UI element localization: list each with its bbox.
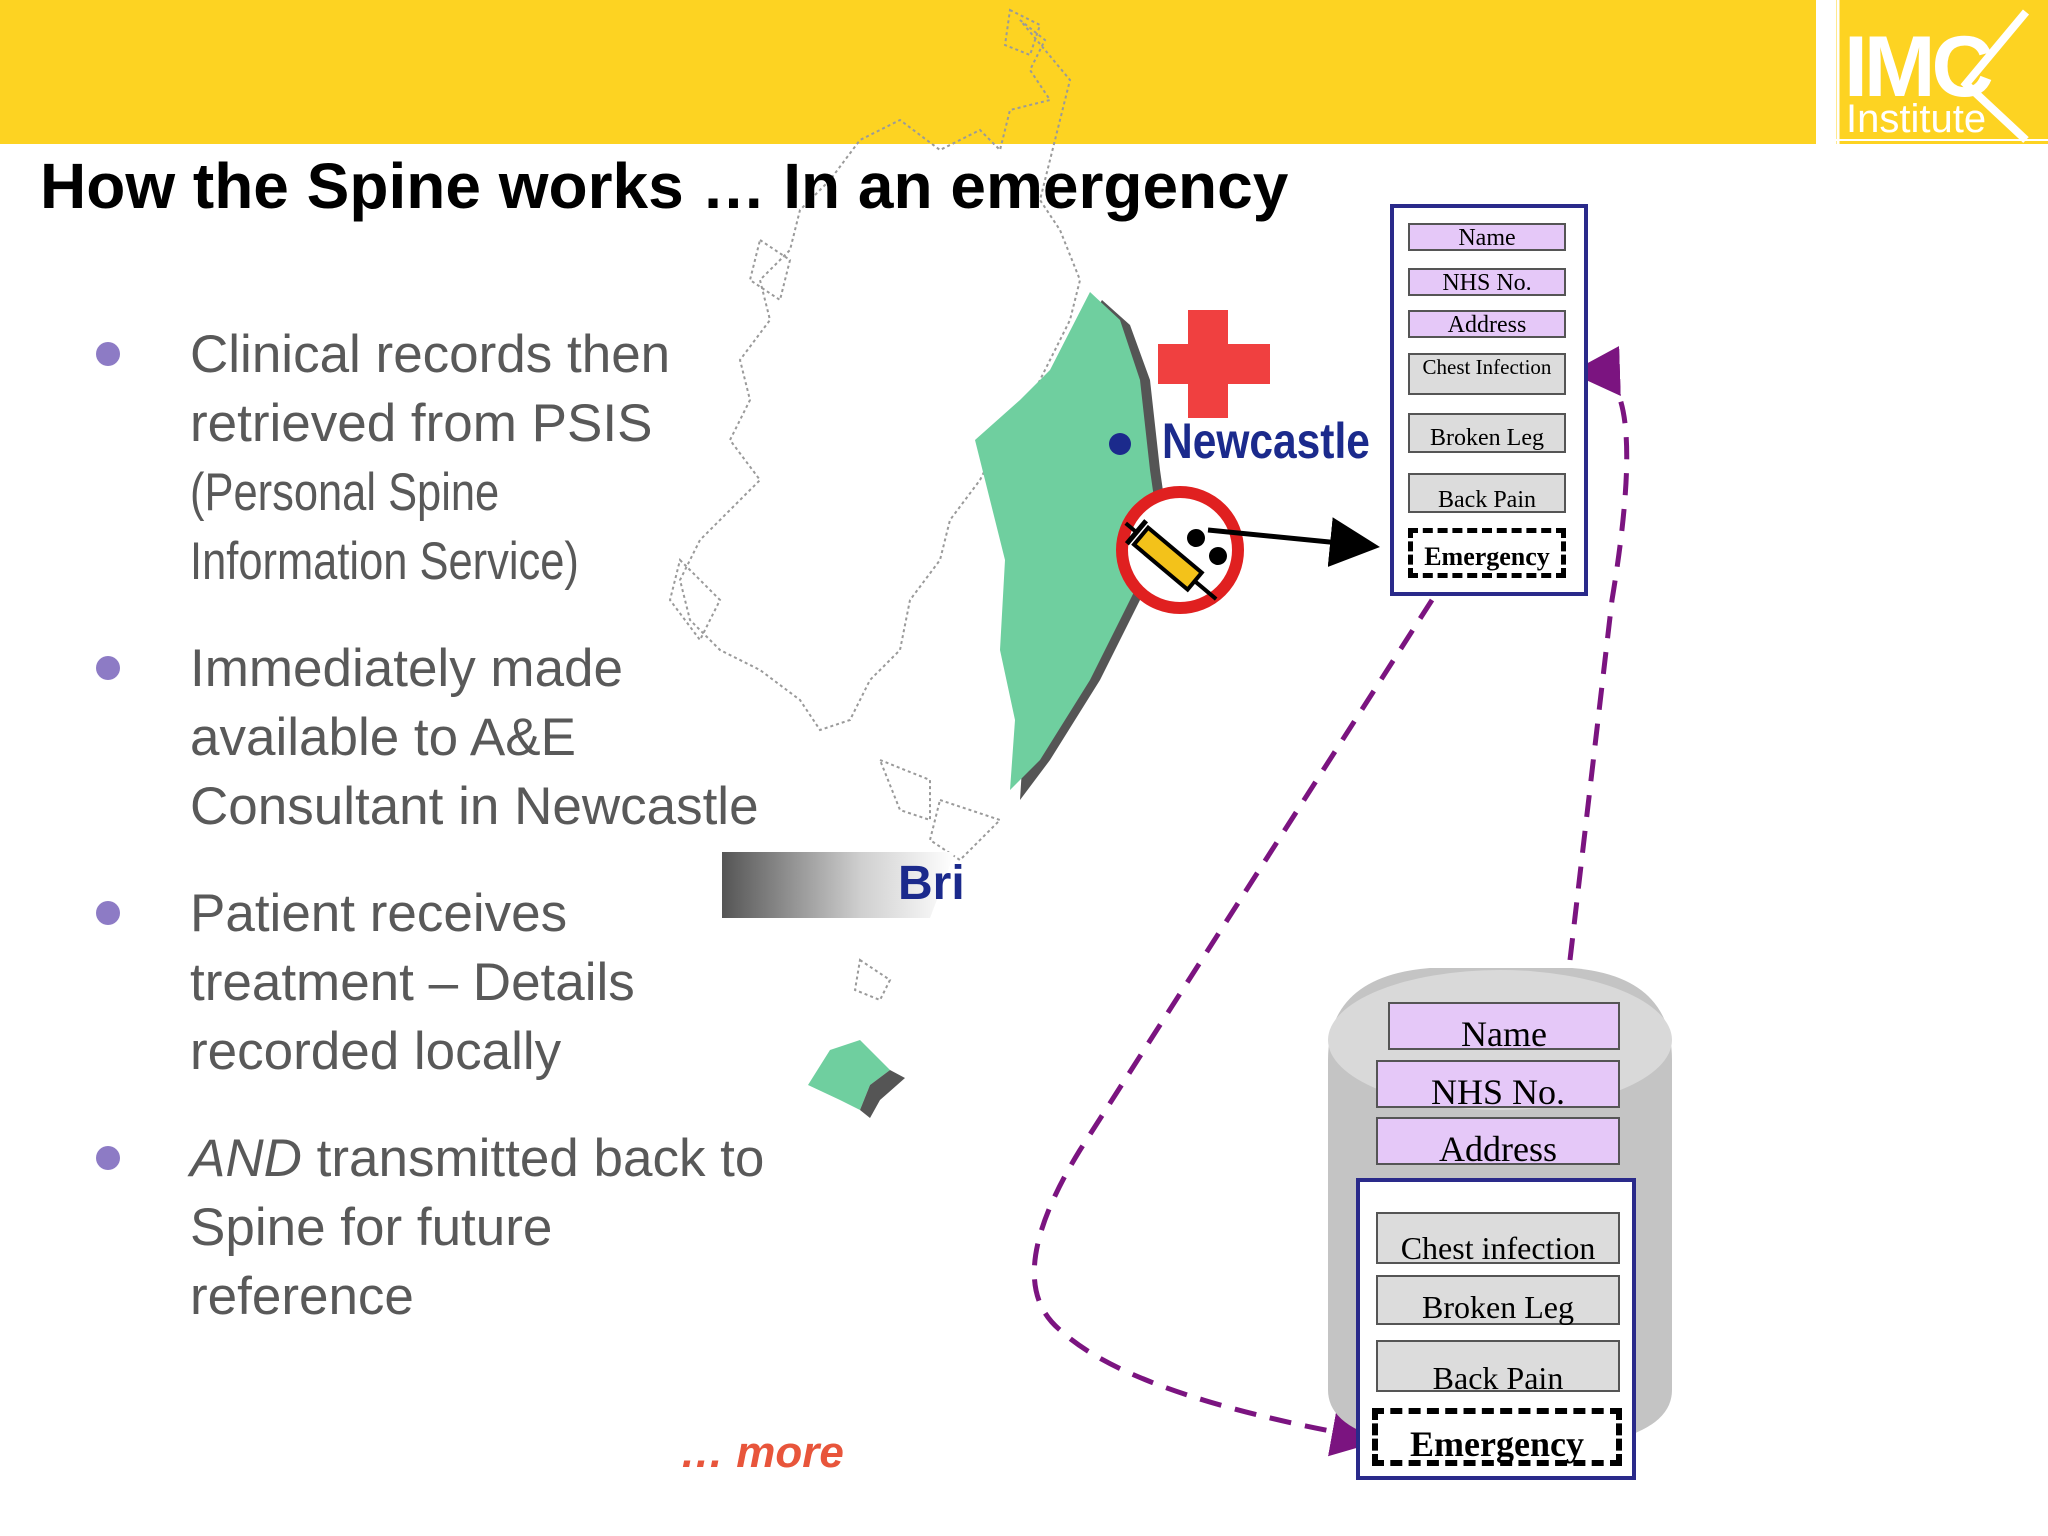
- local-field-nhs: NHS No.: [1408, 268, 1566, 296]
- red-cross-icon: [1158, 310, 1270, 418]
- black-arrow: [1207, 517, 1380, 567]
- logo-subtext: Institute: [1846, 97, 1987, 141]
- bullet-dot-icon: [96, 656, 120, 680]
- local-field-emergency: Emergency: [1408, 528, 1566, 578]
- bullet-dot-icon: [96, 342, 120, 366]
- spine-field-emergency: Emergency: [1372, 1408, 1622, 1466]
- local-field-name: Name: [1408, 223, 1566, 251]
- spine-field-address: Address: [1376, 1117, 1620, 1169]
- header-bar: [0, 0, 1816, 144]
- logo-text: IMC: [1844, 19, 1994, 115]
- bullet-dot-icon: [96, 1146, 120, 1170]
- logo-chevron-icon: [1836, 0, 2048, 144]
- local-field-address: Address: [1408, 310, 1566, 338]
- map-green-island: [808, 1040, 890, 1110]
- bullet-dot-icon: [96, 901, 120, 925]
- imc-logo: IMC Institute: [1836, 0, 2048, 144]
- bri-banner: [722, 852, 955, 918]
- map-green-region: [975, 292, 1160, 790]
- islands-outline: [668, 8, 1042, 1002]
- syringe-pills-icon: [1116, 486, 1244, 614]
- bullet-item: Immediately made available to A&E Consul…: [90, 634, 850, 841]
- spine-field-nhs: NHS No.: [1376, 1060, 1620, 1112]
- slide-title: How the Spine works … In an emergency: [40, 150, 1289, 222]
- spine-field-broken-leg: Broken Leg: [1376, 1275, 1620, 1325]
- banner-label: Bri: [898, 857, 965, 910]
- arrow-to-local: [1031, 598, 1435, 1457]
- local-field-broken-leg: Broken Leg: [1408, 413, 1566, 453]
- spine-field-back-pain: Back Pain: [1376, 1340, 1620, 1396]
- more-link[interactable]: … more: [680, 1428, 844, 1477]
- spine-field-chest: Chest infection: [1376, 1212, 1620, 1266]
- arrow-to-spine: [1567, 346, 1630, 961]
- local-field-chest: Chest Infection: [1408, 353, 1566, 395]
- local-field-back-pain: Back Pain: [1408, 473, 1566, 513]
- city-label-newcastle: Newcastle: [1162, 413, 1370, 469]
- bullet-list: Clinical records then retrieved from PSI…: [90, 320, 850, 1369]
- scotland-outline: [678, 19, 1082, 732]
- bullet-item: AND transmitted back to Spine for future…: [90, 1124, 850, 1331]
- bullet-item: Clinical records then retrieved from PSI…: [90, 320, 850, 596]
- city-dot-icon: [1109, 433, 1131, 455]
- bullet-item: Patient receives treatment – Details rec…: [90, 879, 850, 1086]
- spine-field-name: Name: [1388, 1002, 1620, 1054]
